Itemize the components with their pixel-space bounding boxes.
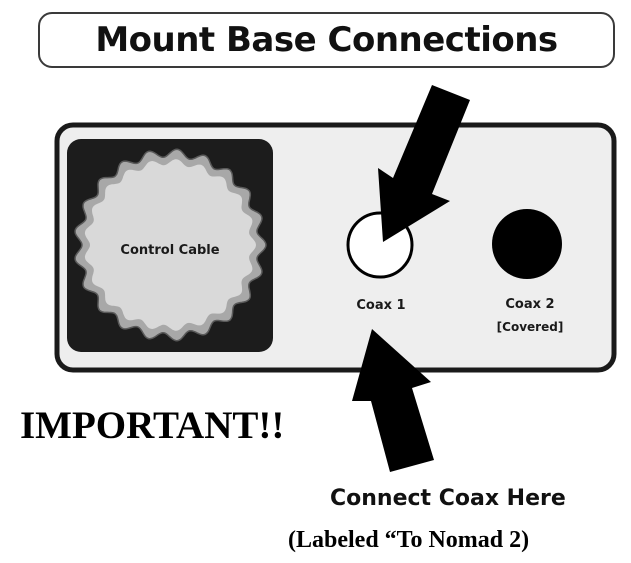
coax-2-label: Coax 2 xyxy=(505,297,554,312)
coax-2-sublabel: [Covered] xyxy=(497,320,564,334)
important-note: IMPORTANT!! xyxy=(20,404,285,447)
control-cable-connector xyxy=(74,148,267,342)
labeled-to-nomad-note: (Labeled “To Nomad 2) xyxy=(288,527,530,553)
diagram-title: Mount Base Connections xyxy=(95,20,558,60)
coax-2-port xyxy=(492,209,562,279)
control-cable-label: Control Cable xyxy=(120,243,219,258)
connect-coax-here-label: Connect Coax Here xyxy=(330,486,566,511)
title-box: Mount Base Connections xyxy=(38,12,615,68)
coax-1-label: Coax 1 xyxy=(356,298,405,313)
arrow-top-icon xyxy=(378,85,470,242)
arrow-bottom-icon xyxy=(352,329,434,472)
